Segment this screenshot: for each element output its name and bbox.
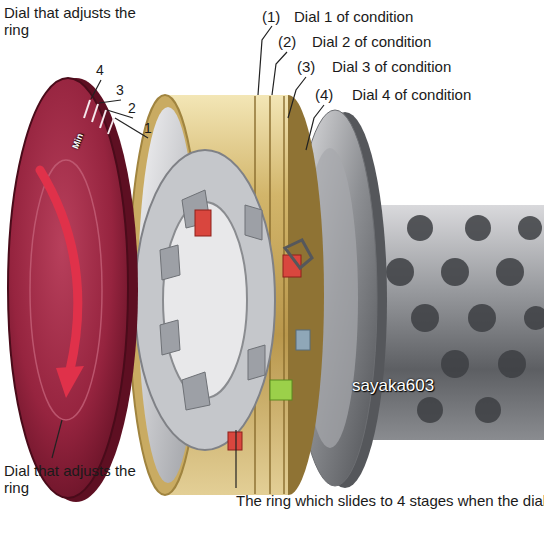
- callout-number: 1: [144, 120, 152, 136]
- gold-ring: [129, 95, 324, 495]
- callout-number: 2: [128, 100, 136, 116]
- callout-number: (2): [278, 33, 296, 50]
- dial-mark: Min: [70, 132, 85, 150]
- part-label: Dial that adjusts the ring: [4, 4, 136, 39]
- part-label: Dial 4 of condition: [352, 86, 471, 103]
- part-label: Dial 2 of condition: [312, 33, 431, 50]
- watermark: sayaka603: [352, 376, 434, 396]
- red-dial: [8, 78, 138, 502]
- callout-number: (3): [297, 58, 315, 75]
- part-label: The ring which slides to 4 stages when t…: [236, 492, 498, 509]
- leader-lines: [52, 26, 324, 488]
- callout-number: (4): [315, 86, 333, 103]
- part-label: Dial 3 of condition: [332, 58, 451, 75]
- callout-number: (1): [262, 8, 280, 25]
- part-label: Dial 1 of condition: [294, 8, 413, 25]
- part-label: Dial that adjusts the ring: [4, 462, 136, 497]
- callout-number: 4: [96, 62, 104, 78]
- callout-number: 3: [116, 82, 124, 98]
